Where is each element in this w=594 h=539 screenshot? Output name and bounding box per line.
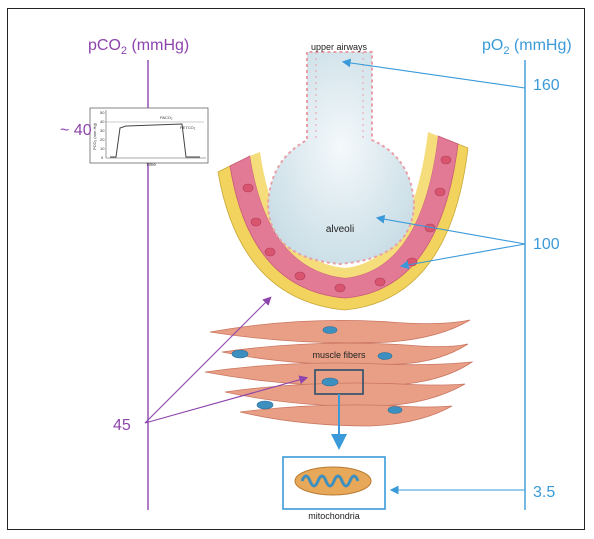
capnogram-label-upper: PACO₂ [160, 115, 173, 120]
value-po2-airways: 160 [533, 77, 560, 94]
capnogram-label-lower: PETCO₂ [180, 125, 196, 130]
value-pco2-alveolar: ~ 40 [60, 122, 92, 139]
label-mitochondria: mitochondria [308, 511, 360, 521]
mitochondria-illustration [283, 457, 385, 509]
capnogram-ytick: 40 [100, 119, 105, 124]
capnogram-ytick: 50 [100, 110, 105, 115]
alveolus-illustration [218, 52, 468, 310]
value-po2-mitochondria: 3.5 [533, 484, 555, 501]
capnogram-ytick: 30 [100, 128, 105, 133]
value-po2-alveoli: 100 [533, 236, 560, 253]
label-muscle-fibers: muscle fibers [312, 350, 366, 360]
capnogram-ylabel: PCO₂ (mm Hg) [92, 122, 97, 150]
capnogram-frame [90, 108, 208, 163]
label-upper-airways: upper airways [311, 42, 368, 52]
po2-axis: pO2 (mmHg) [482, 37, 572, 510]
value-pco2-tissue: 45 [113, 417, 131, 434]
capnogram-ytick: 10 [100, 146, 105, 151]
label-alveoli: alveoli [326, 224, 354, 235]
pco2-axis-label: pCO2 (mmHg) [88, 37, 189, 57]
capnogram-xlabel: Time [146, 162, 156, 167]
capnogram-inset: 50 40 30 20 10 0 PCO₂ (mm Hg) PACO₂ PETC… [90, 108, 208, 167]
po2-axis-label: pO2 (mmHg) [482, 37, 572, 57]
capnogram-ytick: 20 [100, 137, 105, 142]
